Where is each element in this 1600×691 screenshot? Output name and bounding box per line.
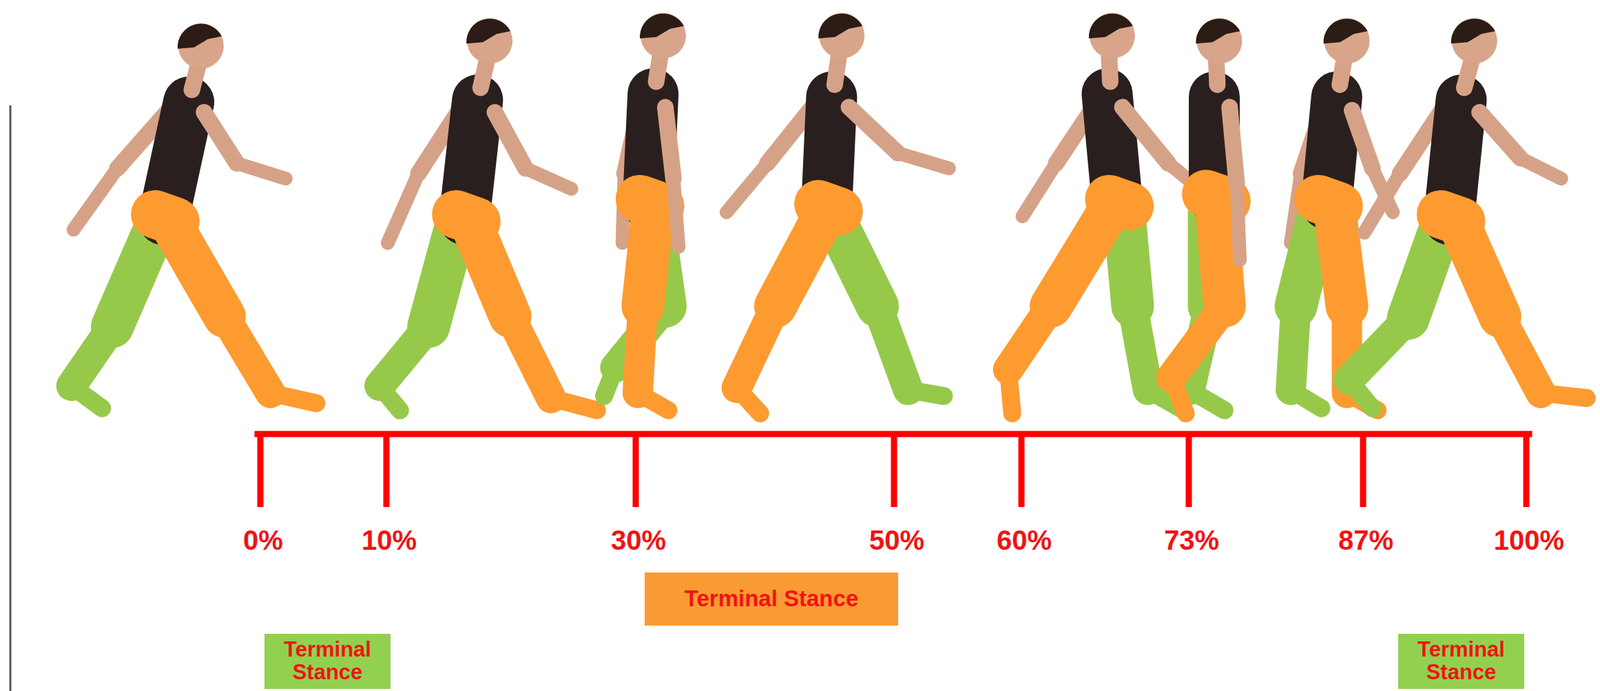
cycle-percent: 60% [996,524,1052,556]
arm [495,112,526,169]
green-leg [1189,389,1224,411]
orange-leg [1008,305,1052,370]
hair [1323,18,1368,44]
timeline [257,433,1530,507]
green-leg [1132,305,1148,390]
phase-label: Terminal Stance [684,586,859,611]
orange-leg [1008,369,1013,414]
arm [203,112,237,164]
arm [1122,107,1169,164]
cycle-percent: 100% [1493,524,1565,556]
phase-box: Terminal Stance [264,633,391,689]
cycle-percent: 50% [869,524,925,556]
arm [1229,107,1237,184]
neck [1108,55,1110,82]
arm [1352,110,1373,169]
orange-leg [1216,203,1225,306]
arm [726,163,768,213]
orange-leg [1540,392,1587,398]
neck [480,61,487,89]
arm [525,168,572,189]
arm [1237,183,1240,261]
orange-leg [168,219,224,317]
phase-label: Terminal Stance [268,638,387,684]
arm [898,152,950,169]
green-leg [1349,379,1373,408]
orange-leg [775,214,825,306]
cycle-percent: 73% [1164,524,1220,556]
neck [1339,61,1344,85]
hair [1088,13,1134,39]
arm [236,163,286,179]
arm [1022,163,1056,217]
cycle-percent: 0% [243,524,284,556]
cycle-percent: 30% [610,524,667,556]
orange-leg [637,392,669,410]
hair [818,13,863,39]
neck [192,66,199,90]
walking-figures [71,13,1587,414]
hair [639,13,684,39]
orange-leg [469,219,510,317]
orange-leg [551,398,598,411]
arm [1520,158,1561,180]
green-leg [112,232,153,327]
green-leg [379,326,429,386]
neck [656,55,661,82]
neck [1464,61,1472,89]
phase-box: Terminal Stance [644,572,899,626]
orange-leg [736,305,776,388]
arm [849,107,899,154]
hair [177,24,222,49]
green-leg [1349,318,1409,380]
orange-leg [1171,305,1225,378]
orange-leg [1171,377,1187,414]
phase-label: Terminal Stance [1402,638,1521,684]
cycle-percent: 87% [1338,524,1394,556]
orange-leg [1051,209,1111,307]
orange-leg [1457,219,1501,317]
arm [673,178,679,247]
hair [1451,18,1496,44]
arm [1479,112,1521,159]
green-leg [877,305,908,390]
orange-leg [224,316,271,393]
arm [73,168,118,230]
green-leg [1290,305,1296,390]
orange-leg [637,305,643,393]
green-leg [604,367,616,396]
orange-leg [1500,316,1541,393]
green-leg [1290,389,1322,409]
arm [1364,173,1401,233]
neck [1216,61,1218,85]
phase-box: Terminal Stance [1398,633,1525,689]
green-leg [379,385,401,411]
orange-leg [736,387,761,414]
arm [665,107,674,180]
orange-leg [270,392,317,403]
hair [1195,18,1240,44]
green-leg [908,389,945,397]
arm [387,173,419,244]
side-rule [9,105,12,691]
hair [466,18,511,44]
cycle-percent: 10% [361,524,417,556]
neck [834,55,839,85]
green-leg [71,326,113,386]
orange-leg [510,316,552,399]
green-leg [71,385,102,409]
